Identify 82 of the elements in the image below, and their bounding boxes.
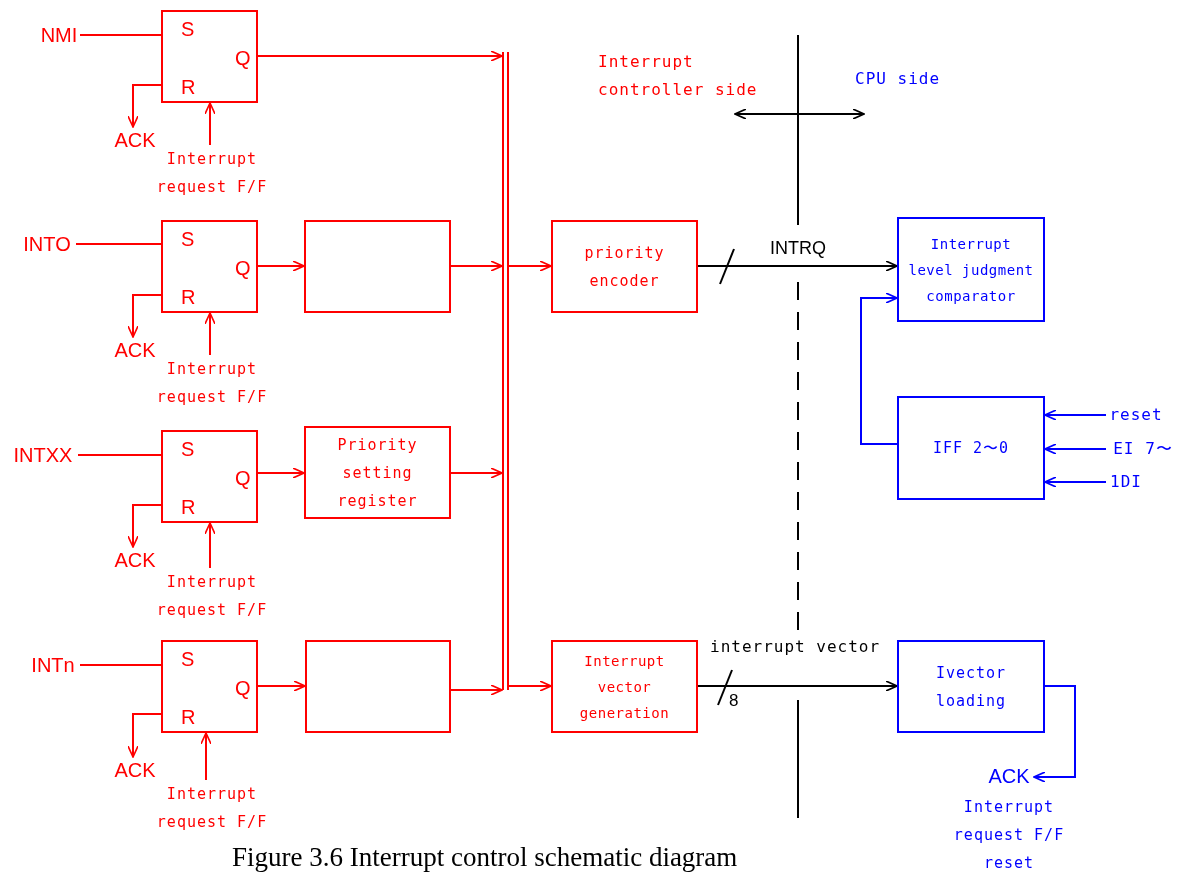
arrow [204,102,216,146]
arrow [1044,476,1107,488]
note-text: Interrupt request F/F [155,359,269,408]
block-text: Interrupt level judgment comparator [907,234,1035,306]
bus-line [502,52,509,690]
arrow [1033,685,1076,783]
block-box [551,220,698,313]
pin-label: S [181,228,195,251]
pin-label: Q [235,467,251,490]
block-text: Ivector loading [934,662,1008,712]
arrow [860,292,898,445]
signal-label: INTO [23,232,71,256]
arrow [127,294,162,338]
signal-label: INTn [31,653,75,677]
arrow [257,467,305,479]
arrow [204,522,216,569]
arrow [127,504,162,548]
block-box [897,640,1045,733]
signal-label: ACK [114,758,156,782]
note-text: Interrupt request F/F reset [952,797,1066,872]
pin-label: Q [235,257,251,280]
block-text: IFF 2〜0 [932,438,1010,459]
arrow [697,260,898,272]
signal-label: ACK [114,128,156,152]
arrow [1044,409,1107,421]
pin-label: R [181,706,196,729]
pin-label: Q [235,47,251,70]
side-label: CPU side [855,68,942,90]
arrow [508,680,552,692]
arrow [127,713,162,758]
arrow [200,732,212,781]
block-box [897,217,1045,322]
signal-label: ACK [114,548,156,572]
edge-label: interrupt vector [710,636,881,658]
empty-block-box [304,220,451,313]
block-text: Interrupt vector generation [578,651,671,723]
arrow [1044,443,1107,455]
flip-flop-box [161,10,258,103]
signal-label: 1DI [1110,472,1142,492]
connector-line [79,664,162,666]
connector-line [79,34,162,36]
connector-line [75,243,162,245]
arrow [450,467,503,479]
arrow [450,684,503,696]
arrow [257,50,503,62]
note-text: Interrupt request F/F [155,149,269,198]
figure-caption: Figure 3.6 Interrupt control schematic diagram [232,842,738,872]
arrow [508,260,552,272]
arrow [257,680,306,692]
pin-label: R [181,76,196,99]
edge-label: INTRQ [770,238,826,259]
signal-label: INTXX [13,443,73,467]
block-box [551,640,698,733]
signal-label: reset [1109,405,1163,425]
pin-label: S [181,438,195,461]
empty-block-box [305,640,451,733]
arrow [127,84,162,128]
pin-label: R [181,496,196,519]
arrow [450,260,503,272]
note-text: Interrupt request F/F [155,784,269,833]
arrow [257,260,305,272]
block-box [897,396,1045,500]
pin-label: S [181,648,195,671]
bus-width-label: 8 [729,690,740,712]
block-box [304,426,451,519]
block-text: Priority setting register [336,434,419,512]
signal-label: ACK [988,764,1030,788]
pin-label: Q [235,677,251,700]
flip-flop-box [161,220,258,313]
pin-label: S [181,18,195,41]
note-text: Interrupt request F/F [155,572,269,621]
pin-label: R [181,286,196,309]
arrow [204,312,216,356]
flip-flop-box [161,430,258,523]
signal-label: EI 7〜 [1113,439,1173,459]
flip-flop-box [161,640,258,733]
block-text: priority encoder [583,242,666,292]
arrow [697,680,898,692]
signal-label: NMI [40,23,78,47]
side-label: Interrupt controller side [598,51,759,101]
connector-line [77,454,162,456]
signal-label: ACK [114,338,156,362]
